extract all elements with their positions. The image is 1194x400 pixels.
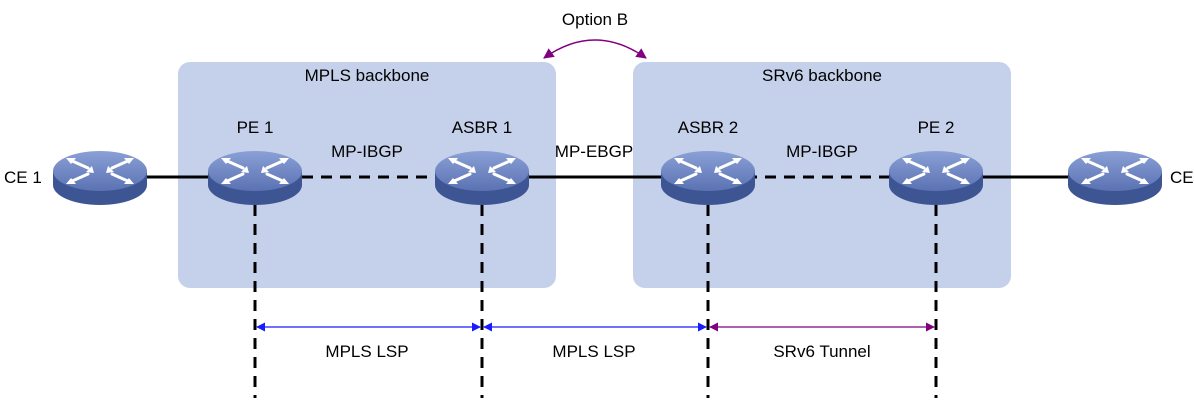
asbr1-label: ASBR 1 bbox=[452, 118, 512, 137]
option-b-label: Option B bbox=[562, 10, 628, 29]
pe1-label: PE 1 bbox=[237, 118, 274, 137]
lsp1-label: MPLS LSP bbox=[325, 342, 408, 361]
pe1-router-icon bbox=[206, 149, 304, 207]
pe2-router-icon bbox=[887, 149, 985, 207]
asbr2-router-icon bbox=[659, 149, 757, 207]
pe2-label: PE 2 bbox=[918, 118, 955, 137]
srv6-backbone-area bbox=[633, 62, 1011, 288]
mpls-backbone-title: MPLS backbone bbox=[305, 66, 430, 85]
asbr1-router-icon bbox=[433, 149, 531, 207]
ce2-router-icon bbox=[1066, 149, 1164, 207]
option-b-arrow bbox=[543, 39, 647, 59]
mpls-ibgp-label: MP-IBGP bbox=[331, 142, 403, 161]
asbr2-label: ASBR 2 bbox=[678, 118, 738, 137]
srv6-backbone-title: SRv6 backbone bbox=[762, 66, 882, 85]
mp-ebgp-label: MP-EBGP bbox=[555, 142, 633, 161]
srv6-ibgp-label: MP-IBGP bbox=[786, 142, 858, 161]
ce1-label: CE 1 bbox=[4, 168, 42, 187]
ce2-label: CE 2 bbox=[1170, 168, 1194, 187]
ce1-router-icon bbox=[51, 149, 149, 207]
mpls-backbone-area bbox=[178, 62, 556, 288]
lsp2-label: MPLS LSP bbox=[552, 342, 635, 361]
srv6-tunnel-label: SRv6 Tunnel bbox=[773, 342, 870, 361]
